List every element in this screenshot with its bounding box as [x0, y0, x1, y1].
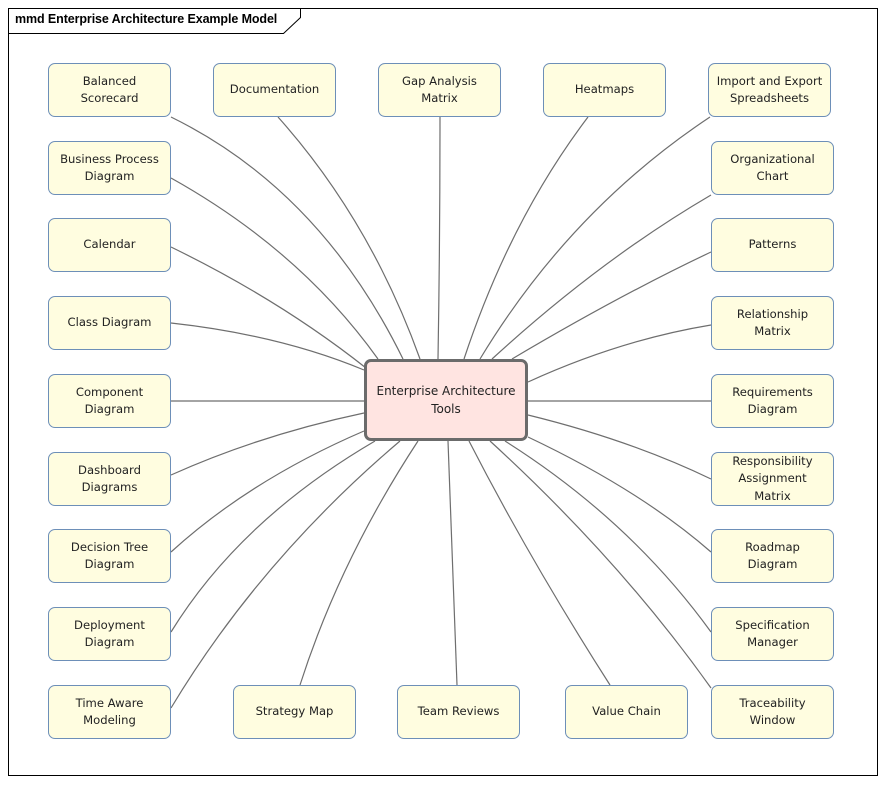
connector-roadmap-diagram	[527, 436, 712, 553]
topic-label: Team Reviews	[417, 704, 500, 719]
connector-import-export-spreadsheets	[479, 116, 711, 360]
topic-label: Gap Analysis Matrix	[402, 73, 477, 106]
topic-node-requirements-diagram[interactable]: Requirements Diagram	[711, 374, 834, 428]
diagram-title: mmd Enterprise Architecture Example Mode…	[15, 12, 278, 26]
topic-node-class-diagram[interactable]: Class Diagram	[48, 296, 171, 350]
connector-class-diagram	[170, 322, 365, 371]
connector-deployment-diagram	[170, 440, 376, 633]
topic-node-traceability-window[interactable]: Traceability Window	[711, 685, 834, 739]
frame-title-tab	[8, 8, 301, 34]
topic-node-value-chain[interactable]: Value Chain	[565, 685, 688, 739]
topic-label: Class Diagram	[67, 315, 152, 330]
topic-node-dashboard-diagrams[interactable]: Dashboard Diagrams	[48, 452, 171, 506]
topic-node-heatmaps[interactable]: Heatmaps	[543, 63, 666, 117]
connector-business-process-diagram	[170, 177, 379, 360]
topic-label: Decision Tree Diagram	[70, 539, 149, 572]
topic-label: Dashboard Diagrams	[78, 462, 141, 495]
connector-responsibility-assignment-matrix	[527, 414, 712, 480]
connector-gap-analysis-matrix	[437, 116, 441, 360]
topic-label: Calendar	[83, 237, 136, 252]
topic-label: Roadmap Diagram	[745, 539, 800, 572]
topic-label: Component Diagram	[75, 384, 144, 417]
diagram-frame	[8, 8, 878, 776]
central-topic-label: Enterprise Architecture Tools	[376, 384, 516, 416]
topic-node-component-diagram[interactable]: Component Diagram	[48, 374, 171, 428]
connectors	[170, 116, 712, 709]
central-topic-node[interactable]: Enterprise Architecture Tools	[364, 359, 528, 441]
topic-node-specification-manager[interactable]: Specification Manager	[711, 607, 834, 661]
connector-documentation	[277, 116, 421, 360]
topic-node-decision-tree-diagram[interactable]: Decision Tree Diagram	[48, 529, 171, 583]
topic-node-responsibility-assignment-matrix[interactable]: Responsibility Assignment Matrix	[711, 452, 834, 506]
connector-team-reviews	[447, 440, 458, 686]
connector-specification-manager	[504, 440, 712, 633]
topic-label: Requirements Diagram	[732, 384, 813, 417]
topic-node-import-export-spreadsheets[interactable]: Import and Export Spreadsheets	[708, 63, 831, 117]
connector-dashboard-diagrams	[170, 412, 365, 476]
topic-node-balanced-scorecard[interactable]: Balanced Scorecard	[48, 63, 171, 117]
connector-decision-tree-diagram	[170, 430, 365, 553]
topic-label: Strategy Map	[255, 704, 334, 719]
topic-node-roadmap-diagram[interactable]: Roadmap Diagram	[711, 529, 834, 583]
topic-label: Import and Export Spreadsheets	[716, 73, 823, 106]
topic-node-documentation[interactable]: Documentation	[213, 63, 336, 117]
topic-label: Balanced Scorecard	[80, 73, 139, 106]
topic-label: Heatmaps	[574, 82, 635, 97]
topic-node-organizational-chart[interactable]: Organizational Chart	[711, 141, 834, 195]
topic-label: Responsibility Assignment Matrix	[732, 453, 813, 503]
topic-label: Specification Manager	[735, 617, 810, 650]
topic-node-deployment-diagram[interactable]: Deployment Diagram	[48, 607, 171, 661]
topic-node-gap-analysis-matrix[interactable]: Gap Analysis Matrix	[378, 63, 501, 117]
topic-node-strategy-map[interactable]: Strategy Map	[233, 685, 356, 739]
topic-node-team-reviews[interactable]: Team Reviews	[397, 685, 520, 739]
connector-time-aware-modeling	[170, 440, 401, 709]
topic-node-patterns[interactable]: Patterns	[711, 218, 834, 272]
topic-label: Organizational Chart	[730, 151, 815, 184]
connector-strategy-map	[299, 440, 419, 686]
connector-organizational-chart	[491, 194, 712, 360]
connector-traceability-window	[489, 440, 712, 689]
topic-label: Relationship Matrix	[736, 306, 809, 339]
topic-node-calendar[interactable]: Calendar	[48, 218, 171, 272]
connector-heatmaps	[463, 116, 589, 360]
topic-node-time-aware-modeling[interactable]: Time Aware Modeling	[48, 685, 171, 739]
topic-label: Value Chain	[592, 704, 661, 719]
topic-node-business-process-diagram[interactable]: Business Process Diagram	[48, 141, 171, 195]
topic-label: Business Process Diagram	[60, 151, 159, 184]
connector-calendar	[170, 246, 367, 369]
topic-label: Time Aware Modeling	[75, 695, 144, 728]
topic-label: Documentation	[229, 82, 320, 97]
connector-patterns	[511, 251, 712, 360]
topic-label: Traceability Window	[739, 695, 806, 728]
topic-label: Deployment Diagram	[74, 617, 145, 650]
topic-label: Patterns	[748, 237, 797, 252]
connector-balanced-scorecard	[170, 116, 404, 360]
connector-value-chain	[468, 440, 611, 686]
topic-node-relationship-matrix[interactable]: Relationship Matrix	[711, 296, 834, 350]
connector-relationship-matrix	[527, 324, 712, 383]
